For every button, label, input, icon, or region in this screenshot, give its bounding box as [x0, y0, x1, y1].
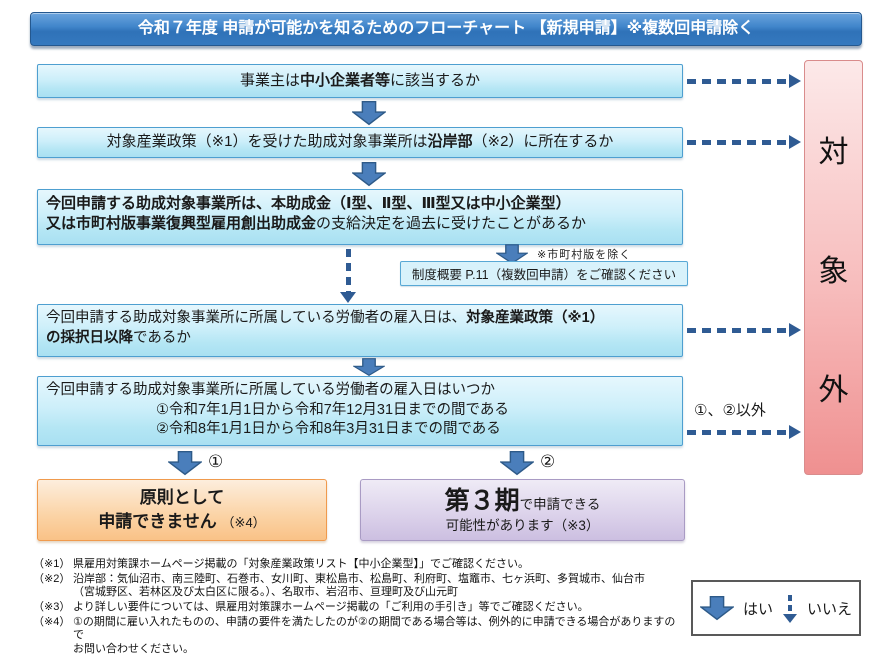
footnote-4-text: ①の期間に雇い入れたものの、申請の要件を満たしたのが②の期間である場合等は、例外…	[73, 615, 676, 642]
flow-box-employer-sme: 事業主は中小企業者等に該当するか	[37, 64, 683, 98]
legend-box: はい いいえ	[691, 580, 861, 636]
footnote-1-label: （※1）	[33, 558, 71, 570]
box2-text-bold: 沿岸部	[427, 133, 473, 151]
legend-yes-arrow-icon	[699, 595, 734, 621]
result-no-line1: 原則として	[139, 488, 225, 508]
yes-down-arrow-icon	[352, 100, 386, 126]
footnote-2-label: （※2）	[33, 572, 71, 585]
excluded-box: 対 象 外	[804, 60, 863, 475]
box4-line1-bold: 対象産業政策（※1）	[466, 310, 605, 326]
excluded-char-2: 象	[818, 254, 849, 288]
box2-text-post: （※2）に所在するか	[472, 133, 614, 151]
result-yes-big: 第３期	[444, 486, 520, 515]
flow-box-past-grant: 今回申請する助成対象事業所は、本助成金（Ⅰ型、Ⅱ型、Ⅲ型又は中小企業型） 又は市…	[37, 189, 683, 245]
box4-line1-pre: 今回申請する助成対象事業所に所属している労働者の雇入日は、	[46, 310, 467, 326]
yes-down-arrow-icon	[496, 244, 528, 264]
excluded-char-3: 外	[818, 373, 849, 407]
branch2-down-arrow-icon	[500, 450, 534, 476]
box2-text-pre: 対象産業政策（※1）を受けた助成対象事業所は	[106, 133, 428, 151]
no-dashed-right-arrow-2	[687, 135, 801, 149]
flow-box-hire-date-after-adoption: 今回申請する助成対象事業所に所属している労働者の雇入日は、対象産業政策（※1） …	[37, 304, 683, 357]
flow-box-hire-date-period: 今回申請する助成対象事業所に所属している労働者の雇入日はいつか ①令和7年1月1…	[37, 376, 683, 446]
branch1-down-arrow-icon	[168, 450, 202, 476]
box1-text-post: に該当するか	[390, 71, 481, 89]
page-title: 令和７年度 申請が可能かを知るためのフローチャート 【新規申請】※複数回申請除く	[30, 12, 862, 46]
footnote-2-text2: （宮城野区、若林区及び太白区に限る。）、名取市、岩沼市、亘理町及び山元町	[73, 586, 458, 599]
box4-line2-rest: であるか	[133, 329, 191, 346]
no-dashed-right-arrow-3	[687, 323, 801, 337]
footnote-1: （※1） 県雇用対策課ホームページ掲載の「対象産業政策リスト【中小企業型】」でご…	[33, 558, 683, 572]
footnote-4-label: （※4）	[33, 615, 71, 628]
no-dashed-right-arrow-4	[687, 425, 801, 439]
footnote-3-label: （※3）	[33, 600, 71, 613]
box3-line1: 今回申請する助成対象事業所は、本助成金（Ⅰ型、Ⅱ型、Ⅲ型又は中小企業型）	[46, 195, 571, 212]
no-dashed-down-arrow	[340, 249, 356, 303]
municipal-version-note: ※市町村版を除く	[537, 249, 632, 261]
legend-yes-label: はい	[742, 600, 773, 618]
yes-down-arrow-icon	[353, 358, 385, 376]
result-cannot-apply-box: 原則として 申請できません （※4）	[37, 479, 327, 541]
footnote-4: （※4） ①の期間に雇い入れたものの、申請の要件を満たしたのが②の期間である場合…	[33, 616, 683, 657]
footnotes: （※1） 県雇用対策課ホームページ掲載の「対象産業政策リスト【中小企業型】」でご…	[33, 558, 683, 657]
result-third-term-box: 第３期で申請できる 可能性があります（※3）	[360, 479, 685, 541]
footnote-3-text: より詳しい要件については、県雇用対策課ホームページ掲載の「ご利用の手引き」等でご…	[73, 600, 589, 613]
legend-no-label: いいえ	[807, 600, 853, 618]
box5-line1: 今回申請する助成対象事業所に所属している労働者の雇入日はいつか	[46, 382, 496, 398]
box5-line2: ①令和7年1月1日から令和7年12月31日までの間である	[156, 401, 509, 418]
result-yes-small: で申請できる	[519, 496, 601, 512]
box1-text-pre: 事業主は	[239, 71, 300, 89]
box3-line2-rest: の支給決定を過去に受けたことがあるか	[316, 215, 587, 233]
branch1-label: ①	[208, 452, 224, 471]
branch2-label: ②	[540, 452, 556, 471]
footnote-2: （※2） 沿岸部：気仙沼市、南三陸町、石巻市、女川町、東松島市、松島町、利府町、…	[33, 573, 683, 600]
box1-text-bold: 中小企業者等	[299, 71, 390, 89]
legend-no-arrow-icon	[782, 593, 798, 623]
other-branch-label: ①、②以外	[694, 402, 766, 419]
yes-down-arrow-icon	[352, 161, 386, 187]
no-dashed-right-arrow-1	[687, 74, 801, 88]
system-overview-note-box: 制度概要 P.11（複数回申請）をご確認ください	[400, 261, 688, 286]
result-yes-line2: 可能性があります（※3）	[445, 517, 600, 533]
flow-box-coastal-area: 対象産業政策（※1）を受けた助成対象事業所は沿岸部（※2）に所在するか	[37, 127, 683, 158]
box3-line2-bold: 又は市町村版事業復興型雇用創出助成金	[46, 215, 317, 233]
result-no-note: （※4）	[221, 515, 266, 530]
footnote-3: （※3） より詳しい要件については、県雇用対策課ホームページ掲載の「ご利用の手引…	[33, 601, 683, 615]
footnote-2-text: 沿岸部：気仙沼市、南三陸町、石巻市、女川町、東松島市、松島町、利府町、塩竈市、七…	[73, 572, 645, 585]
excluded-char-1: 対	[818, 135, 849, 169]
result-no-line2: 申請できません	[98, 512, 217, 531]
box4-line2-bold: の採択日以降	[46, 329, 133, 346]
footnote-1-text: 県雇用対策課ホームページ掲載の「対象産業政策リスト【中小企業型】」でご確認くださ…	[73, 558, 529, 570]
footnote-4-text2: お問い合わせください。	[73, 642, 194, 655]
box5-line3: ②令和8年1月1日から令和8年3月31日までの間である	[156, 421, 501, 438]
